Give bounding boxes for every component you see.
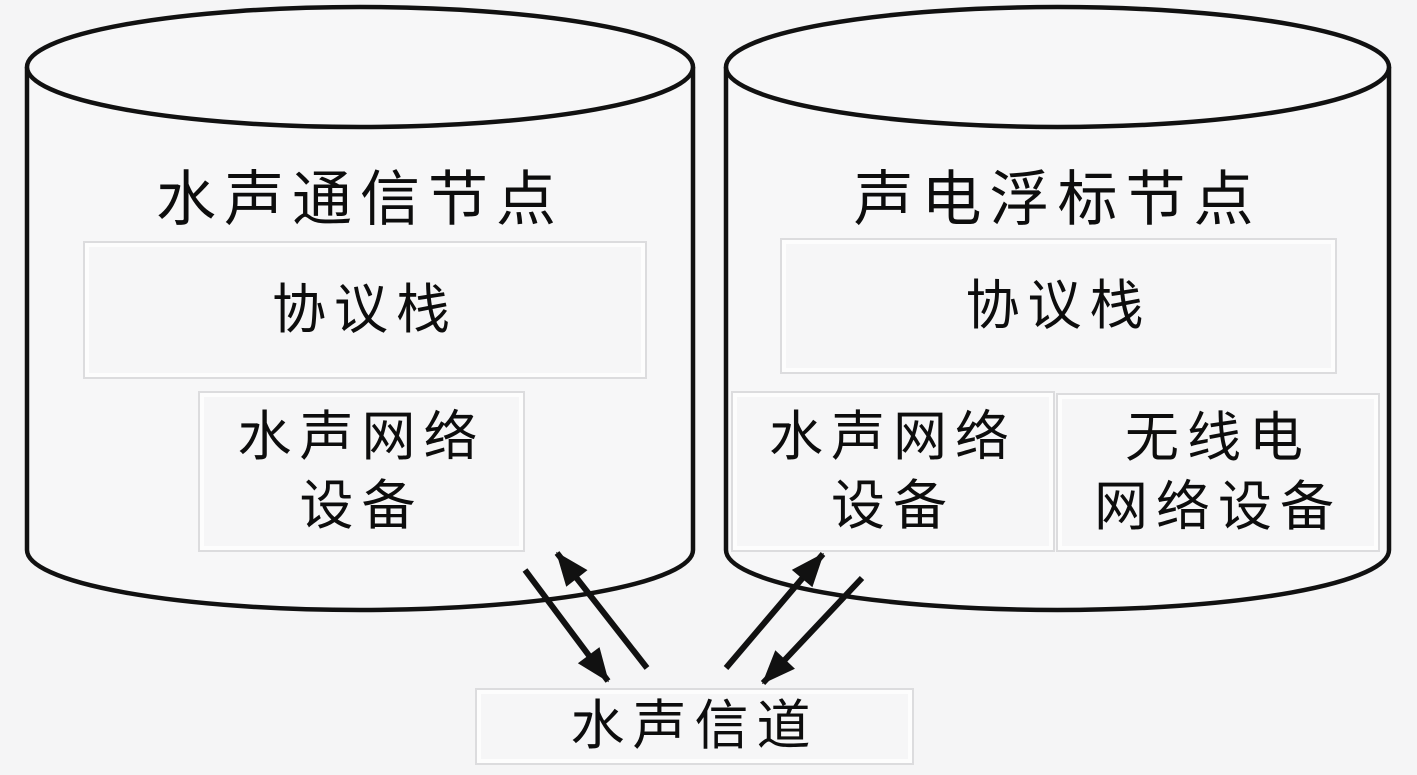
right-acoustic-network-device-label-line1: 水声网络 bbox=[769, 407, 1017, 468]
right-radio-network-device-label-line1: 无线电 bbox=[1125, 408, 1311, 469]
left-acoustic-network-device-label-line2: 设备 bbox=[299, 475, 424, 536]
right-protocol-stack-box: 协议栈 bbox=[782, 240, 1335, 372]
acoustic-channel-label: 水声信道 bbox=[570, 696, 819, 757]
right-node-title: 声电浮标节点 bbox=[853, 167, 1262, 233]
right-acoustic-network-device-label-line2: 设备 bbox=[831, 475, 955, 536]
right-acoustic-network-device-box: 水声网络 设备 bbox=[733, 393, 1053, 550]
right-channel-up-arrow bbox=[723, 552, 826, 670]
left-node-title: 水声通信节点 bbox=[156, 167, 564, 233]
right-protocol-stack-label: 协议栈 bbox=[965, 275, 1152, 336]
right-radio-network-device-label-line2: 网络设备 bbox=[1094, 476, 1342, 537]
left-acoustic-network-device-label-line1: 水声网络 bbox=[237, 407, 486, 468]
left-channel-down-arrow bbox=[522, 568, 611, 683]
left-channel-up-arrow bbox=[554, 551, 650, 670]
left-acoustic-network-device-box: 水声网络 设备 bbox=[200, 393, 523, 550]
left-protocol-stack-box: 协议栈 bbox=[85, 243, 645, 377]
right-radio-network-device-box: 无线电 网络设备 bbox=[1058, 395, 1378, 550]
left-protocol-stack-label: 协议栈 bbox=[272, 279, 458, 340]
acoustic-channel-box: 水声信道 bbox=[477, 690, 912, 763]
right-channel-down-arrow bbox=[760, 575, 865, 686]
